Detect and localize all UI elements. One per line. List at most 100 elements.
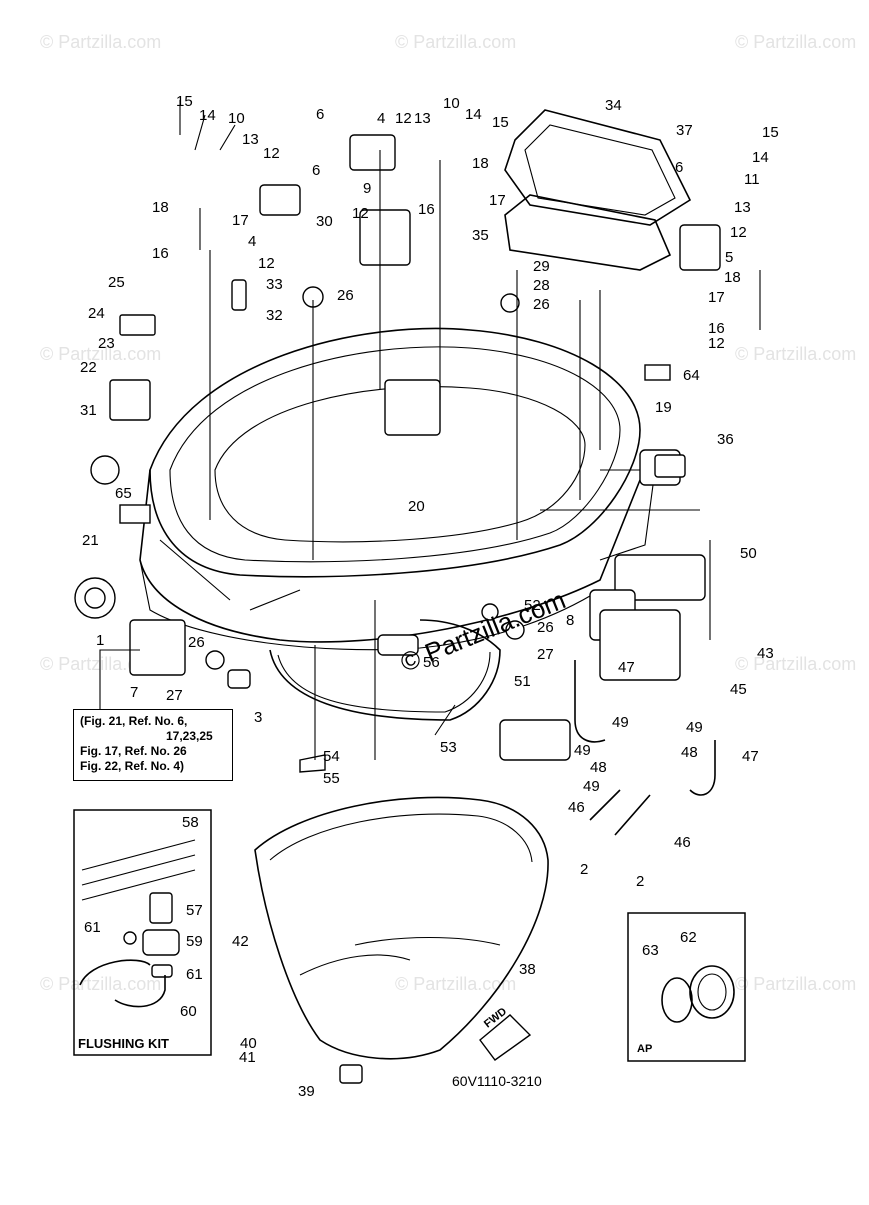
callout-6: 6 xyxy=(316,106,324,123)
callout-17: 17 xyxy=(232,212,249,229)
callout-4: 4 xyxy=(248,233,256,250)
callout-27: 27 xyxy=(537,646,554,663)
callout-17: 17 xyxy=(708,289,725,306)
callout-16: 16 xyxy=(152,245,169,262)
callout-58: 58 xyxy=(182,814,199,831)
callout-17: 17 xyxy=(489,192,506,209)
callout-13: 13 xyxy=(734,199,751,216)
callout-11: 11 xyxy=(744,171,760,188)
callout-47: 47 xyxy=(742,748,759,765)
callout-56: 56 xyxy=(423,654,440,671)
watermark: © Partzilla.com xyxy=(395,974,516,994)
callout-54: 54 xyxy=(323,748,340,765)
callout-31: 31 xyxy=(80,402,97,419)
callout-65: 65 xyxy=(115,485,132,502)
callout-43: 43 xyxy=(757,645,774,662)
callout-41: 41 xyxy=(239,1049,256,1066)
callout-12: 12 xyxy=(258,255,275,272)
flushing-kit-box xyxy=(73,809,212,1056)
callout-6: 6 xyxy=(675,159,683,176)
callout-35: 35 xyxy=(472,227,489,244)
callout-8: 8 xyxy=(566,612,574,629)
callout-49: 49 xyxy=(612,714,629,731)
callout-33: 33 xyxy=(266,276,283,293)
callout-18: 18 xyxy=(724,269,741,286)
callout-14: 14 xyxy=(199,107,216,124)
callout-57: 57 xyxy=(186,902,203,919)
callout-12: 12 xyxy=(708,335,725,352)
callout-29: 29 xyxy=(533,258,550,275)
callout-30: 30 xyxy=(316,213,333,230)
callout-2: 2 xyxy=(580,861,588,878)
callout-46: 46 xyxy=(568,799,585,816)
reference-note-box: (Fig. 21, Ref. No. 6, 17,23,25 Fig. 17, … xyxy=(73,709,233,781)
callout-51: 51 xyxy=(514,673,531,690)
callout-47: 47 xyxy=(618,659,635,676)
callout-23: 23 xyxy=(98,335,115,352)
callout-38: 38 xyxy=(519,961,536,978)
callout-25: 25 xyxy=(108,274,125,291)
watermark: © Partzilla.com xyxy=(395,32,516,52)
watermark: © Partzilla.com xyxy=(40,32,161,52)
callout-34: 34 xyxy=(605,97,622,114)
callout-63: 63 xyxy=(642,942,659,959)
note-line: 17,23,25 xyxy=(166,729,213,743)
callout-50: 50 xyxy=(740,545,757,562)
callout-19: 19 xyxy=(655,399,672,416)
callout-49: 49 xyxy=(686,719,703,736)
callout-39: 39 xyxy=(298,1083,315,1100)
callout-26: 26 xyxy=(533,296,550,313)
callout-15: 15 xyxy=(492,114,509,131)
callout-49: 49 xyxy=(574,742,591,759)
callout-53: 53 xyxy=(440,739,457,756)
callout-26: 26 xyxy=(188,634,205,651)
callout-labels: 15 14 10 13 12 6 18 17 4 12 16 30 33 32 … xyxy=(80,93,779,1100)
callout-14: 14 xyxy=(752,149,769,166)
callout-13: 13 xyxy=(414,110,431,127)
callout-55: 55 xyxy=(323,770,340,787)
note-line: Fig. 17, Ref. No. 26 xyxy=(80,744,187,758)
watermark-group: © Partzilla.com © Partzilla.com © Partzi… xyxy=(40,32,856,994)
flushing-kit-label: FLUSHING KIT xyxy=(78,1036,169,1051)
watermark: © Partzilla.com xyxy=(40,344,161,364)
callout-13: 13 xyxy=(242,131,259,148)
callout-32: 32 xyxy=(266,307,283,324)
callout-1: 1 xyxy=(96,632,104,649)
callout-9: 9 xyxy=(363,180,371,197)
watermark: © Partzilla.com xyxy=(735,974,856,994)
callout-28: 28 xyxy=(533,277,550,294)
callout-21: 21 xyxy=(82,532,99,549)
callout-27: 27 xyxy=(166,687,183,704)
callout-61: 61 xyxy=(84,919,101,936)
callout-15: 15 xyxy=(762,124,779,141)
callout-48: 48 xyxy=(590,759,607,776)
callout-52: 52 xyxy=(524,597,541,614)
callout-26: 26 xyxy=(337,287,354,304)
callout-12: 12 xyxy=(395,110,412,127)
callout-10: 10 xyxy=(443,95,460,112)
callout-16: 16 xyxy=(708,320,725,337)
callout-42: 42 xyxy=(232,933,249,950)
callout-6: 6 xyxy=(312,162,320,179)
callout-2: 2 xyxy=(636,873,644,890)
callout-60: 60 xyxy=(180,1003,197,1020)
callout-64: 64 xyxy=(683,367,700,384)
callout-12: 12 xyxy=(263,145,280,162)
watermark: © Partzilla.com xyxy=(40,974,161,994)
callout-26: 26 xyxy=(537,619,554,636)
callout-18: 18 xyxy=(472,155,489,172)
callout-10: 10 xyxy=(228,110,245,127)
callout-20: 20 xyxy=(408,498,425,515)
note-line: (Fig. 21, Ref. No. 6, xyxy=(80,714,188,728)
callout-61: 61 xyxy=(186,966,203,983)
bottom-cowling-tray xyxy=(139,327,656,651)
callout-24: 24 xyxy=(88,305,105,322)
callout-48: 48 xyxy=(681,744,698,761)
watermark: © Partzilla.com xyxy=(735,344,856,364)
callout-7: 7 xyxy=(130,684,138,701)
note-line: Fig. 22, Ref. No. 4) xyxy=(80,759,185,773)
watermark: © Partzilla.com xyxy=(735,654,856,674)
top-cover-plate xyxy=(504,109,692,271)
